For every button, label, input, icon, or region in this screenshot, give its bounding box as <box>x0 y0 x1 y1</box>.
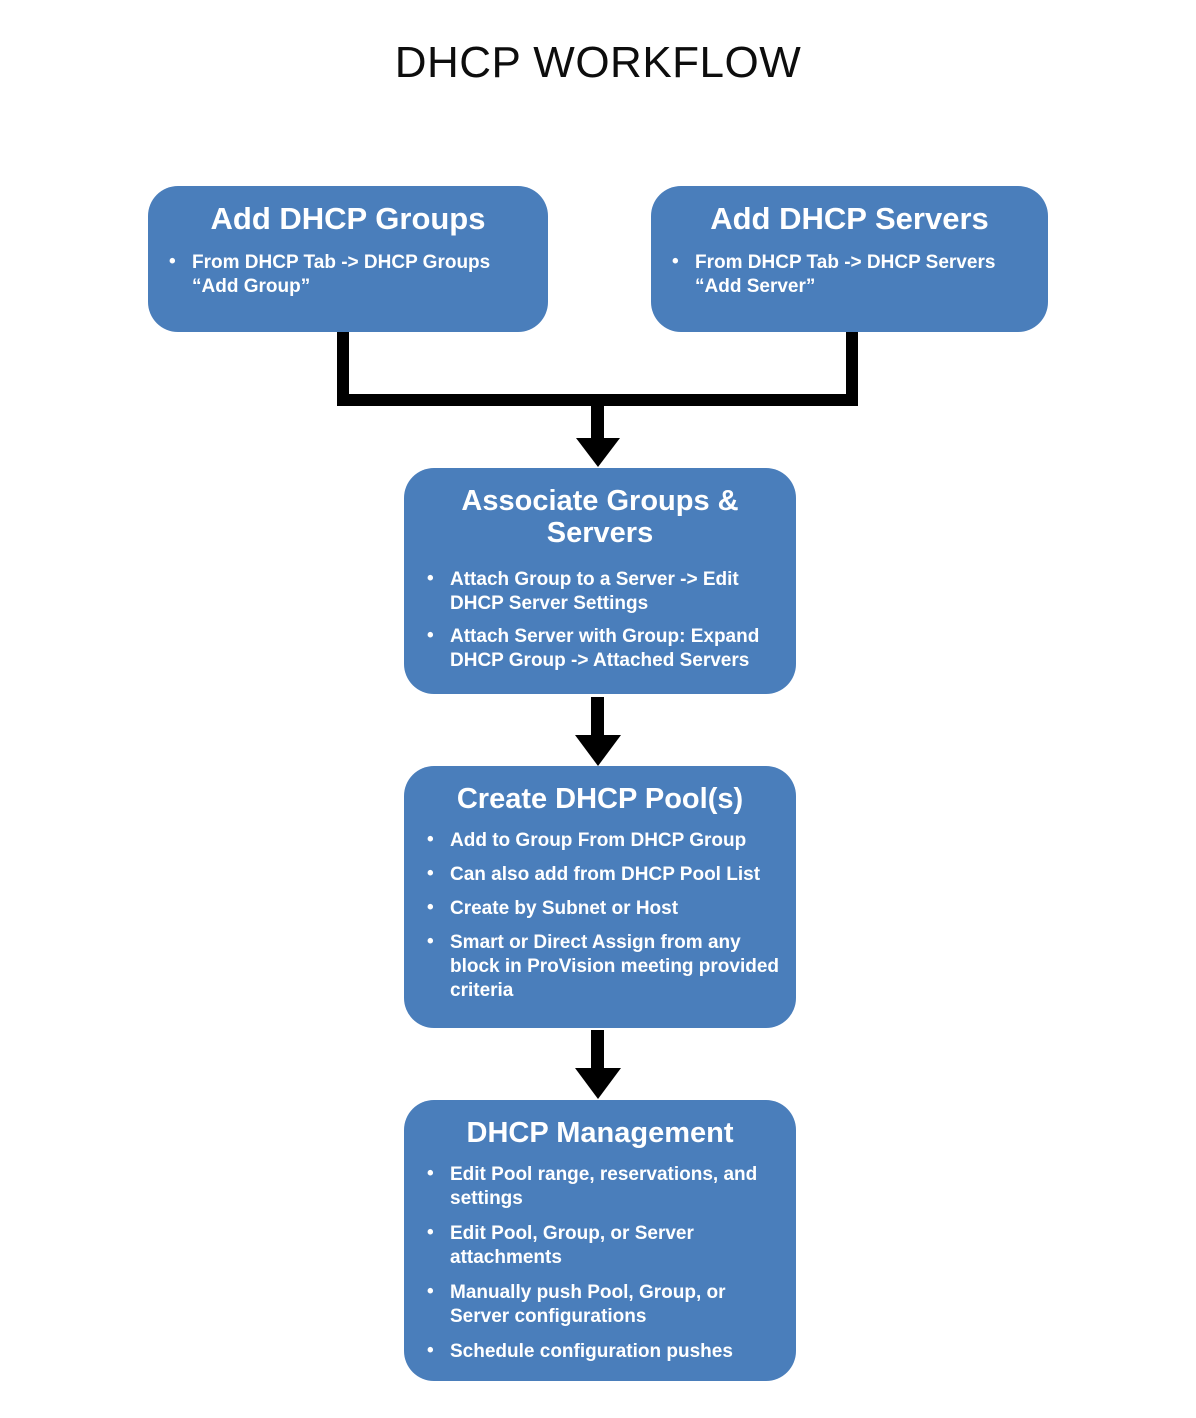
connector-associate-to-create-pool <box>575 697 621 766</box>
bullet-item: Smart or Direct Assign from any block in… <box>424 930 786 1003</box>
bullet-item: Add to Group From DHCP Group <box>424 828 786 853</box>
node-add-dhcp-servers[interactable]: Add DHCP Servers From DHCP Tab -> DHCP S… <box>651 186 1048 332</box>
bullet-item: Create by Subnet or Host <box>424 896 786 921</box>
node-create-dhcp-pools[interactable]: Create DHCP Pool(s) Add to Group From DH… <box>404 766 796 1028</box>
bullet-item: Edit Pool, Group, or Server attachments <box>424 1221 782 1270</box>
bullet-item: Schedule configuration pushes <box>424 1339 782 1364</box>
connector-create-pool-to-management <box>575 1030 621 1099</box>
bullet-item: From DHCP Tab -> DHCP Servers “Add Serve… <box>669 250 1032 299</box>
node-title: DHCP Management <box>466 1117 734 1149</box>
bullet-item: From DHCP Tab -> DHCP Groups “Add Group” <box>166 250 532 299</box>
bullet-item: Attach Group to a Server -> Edit DHCP Se… <box>424 567 782 616</box>
bullet-item: Edit Pool range, reservations, and setti… <box>424 1162 782 1211</box>
node-title: Add DHCP Servers <box>710 201 989 236</box>
node-associate-groups-servers[interactable]: Associate Groups & Servers Attach Group … <box>404 468 796 694</box>
node-bullet-list: Attach Group to a Server -> Edit DHCP Se… <box>424 567 782 673</box>
node-add-dhcp-groups[interactable]: Add DHCP Groups From DHCP Tab -> DHCP Gr… <box>148 186 548 332</box>
node-title: Add DHCP Groups <box>210 201 486 236</box>
connector-merge-to-associate <box>337 332 858 467</box>
node-title: Associate Groups & Servers <box>461 485 739 550</box>
bullet-item: Can also add from DHCP Pool List <box>424 862 786 887</box>
node-bullet-list: From DHCP Tab -> DHCP Groups “Add Group” <box>166 250 532 299</box>
node-bullet-list: Add to Group From DHCP Group Can also ad… <box>424 828 786 1003</box>
node-title: Create DHCP Pool(s) <box>456 783 744 815</box>
node-bullet-list: Edit Pool range, reservations, and setti… <box>424 1162 782 1364</box>
bullet-item: Attach Server with Group: Expand DHCP Gr… <box>424 624 782 673</box>
bullet-item: Manually push Pool, Group, or Server con… <box>424 1280 782 1329</box>
node-dhcp-management[interactable]: DHCP Management Edit Pool range, reserva… <box>404 1100 796 1381</box>
page-title: DHCP WORKFLOW <box>394 38 802 87</box>
node-bullet-list: From DHCP Tab -> DHCP Servers “Add Serve… <box>669 250 1032 299</box>
